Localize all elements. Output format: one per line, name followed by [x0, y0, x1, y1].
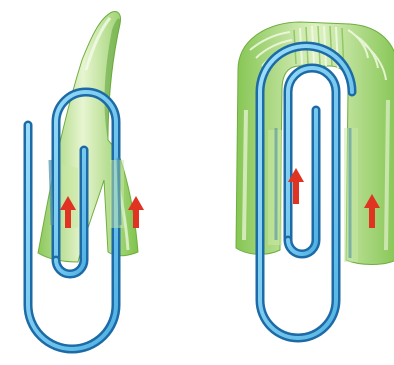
right-panel — [236, 22, 394, 338]
left-panel — [28, 12, 144, 350]
